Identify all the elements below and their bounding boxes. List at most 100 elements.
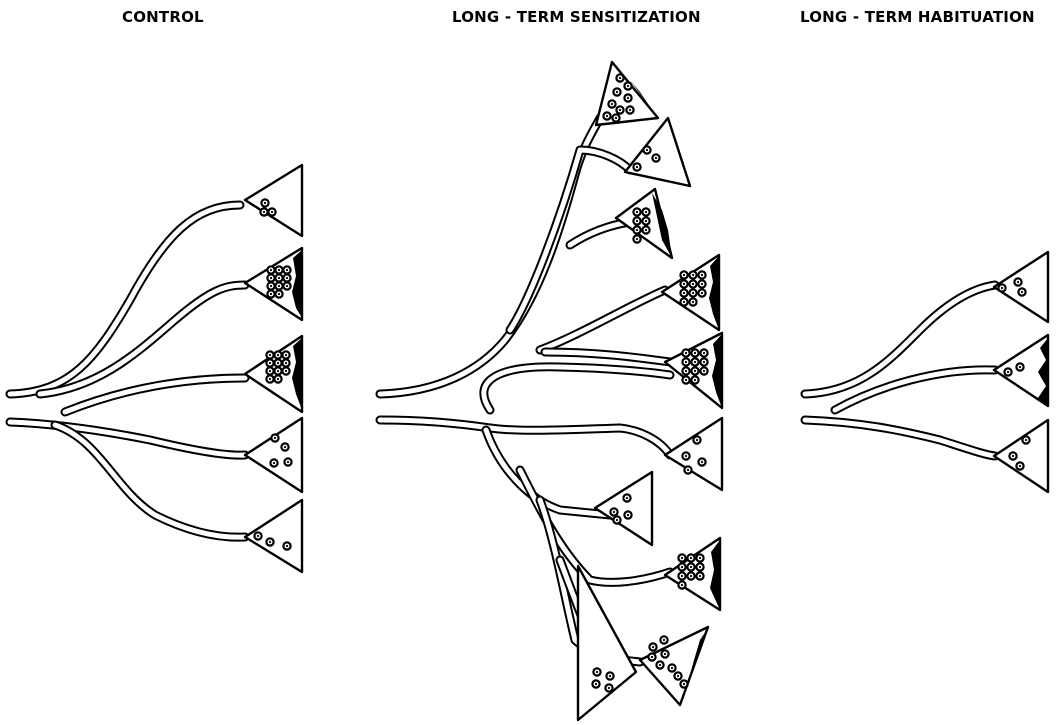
synaptic-vesicle-core — [270, 285, 272, 287]
synaptic-vesicle-core — [690, 566, 692, 568]
synaptic-vesicle-core — [619, 109, 621, 111]
synaptic-vesicle-core — [651, 656, 653, 658]
synaptic-varicosity — [665, 418, 722, 490]
synaptic-vesicle-core — [664, 653, 666, 655]
synaptic-vesicle-core — [611, 103, 613, 105]
synaptic-vesicle-core — [646, 149, 648, 151]
synaptic-vesicle-core — [692, 283, 694, 285]
synaptic-vesicle-core — [284, 446, 286, 448]
synaptic-vesicle-core — [286, 545, 288, 547]
synaptic-vesicle-core — [274, 437, 276, 439]
synaptic-vesicle-core — [595, 683, 597, 685]
synaptic-vesicle-core — [681, 575, 683, 577]
synaptic-vesicle-core — [286, 277, 288, 279]
synaptic-vesicle-core — [636, 166, 638, 168]
synaptic-vesicle-core — [1025, 439, 1027, 441]
synaptic-vesicle-core — [701, 292, 703, 294]
synaptic-vesicle-core — [270, 277, 272, 279]
synaptic-vesicle-core — [627, 514, 629, 516]
synaptic-vesicle-core — [645, 229, 647, 231]
synaptic-vesicle-core — [269, 541, 271, 543]
synaptic-vesicle-core — [645, 211, 647, 213]
synaptic-vesicle-core — [685, 370, 687, 372]
synaptic-vesicle-core — [636, 238, 638, 240]
synaptic-varicosity — [578, 566, 636, 720]
synaptic-vesicle-core — [696, 439, 698, 441]
synaptic-vesicle-core — [627, 97, 629, 99]
synaptic-vesicle-core — [692, 301, 694, 303]
synaptic-vesicle-core — [278, 293, 280, 295]
synaptic-vesicle-core — [287, 461, 289, 463]
synaptic-vesicle-core — [269, 354, 271, 356]
synaptic-vesicle-core — [629, 109, 631, 111]
synaptic-vesicle-core — [627, 85, 629, 87]
synaptic-vesicle-core — [690, 575, 692, 577]
synaptic-vesicle-core — [683, 283, 685, 285]
synaptic-vesicle-core — [685, 352, 687, 354]
synaptic-vesicle-core — [269, 378, 271, 380]
axon-branch — [380, 420, 670, 455]
synaptic-vesicle-core — [1007, 371, 1009, 373]
synaptic-vesicle-core — [606, 115, 608, 117]
synaptic-varicosity — [625, 118, 690, 186]
synaptic-vesicle-core — [277, 370, 279, 372]
synaptic-vesicle-core — [685, 361, 687, 363]
synaptic-vesicle-core — [681, 584, 683, 586]
synaptic-vesicle-core — [703, 361, 705, 363]
synaptic-vesicle-core — [269, 362, 271, 364]
synaptic-vesicle-core — [645, 220, 647, 222]
synaptic-vesicle-core — [636, 220, 638, 222]
panel-sensitization — [380, 62, 722, 720]
synaptic-vesicle-core — [671, 667, 673, 669]
synaptic-vesicle-core — [701, 274, 703, 276]
synaptic-vesicle-core — [685, 455, 687, 457]
synaptic-vesicle-core — [663, 639, 665, 641]
synaptic-vesicle-core — [692, 274, 694, 276]
synaptic-vesicle-core — [596, 671, 598, 673]
synaptic-vesicle-core — [690, 557, 692, 559]
synaptic-vesicle-core — [699, 575, 701, 577]
synaptic-vesicle-core — [269, 370, 271, 372]
synaptic-vesicle-core — [613, 511, 615, 513]
synaptic-vesicle-core — [681, 557, 683, 559]
synaptic-vesicle-core — [701, 461, 703, 463]
synaptic-vesicle-core — [701, 283, 703, 285]
synaptic-vesicle-core — [286, 285, 288, 287]
synaptic-vesicle-core — [655, 157, 657, 159]
synaptic-varicosity — [994, 420, 1048, 492]
synaptic-vesicle-core — [608, 687, 610, 689]
synaptic-vesicle-core — [286, 269, 288, 271]
synaptic-vesicle-core — [278, 277, 280, 279]
synaptic-vesicle-core — [277, 362, 279, 364]
synaptic-vesicle-core — [694, 352, 696, 354]
synaptic-vesicle-core — [1001, 287, 1003, 289]
synaptic-vesicle-core — [687, 469, 689, 471]
synaptic-vesicle-core — [683, 292, 685, 294]
synaptic-vesicle-core — [1017, 281, 1019, 283]
axon-branch-lumen — [545, 352, 670, 362]
synaptic-vesicle-core — [615, 117, 617, 119]
axon-branch-lumen — [540, 290, 665, 350]
synaptic-vesicle-core — [270, 293, 272, 295]
synaptic-vesicle-core — [659, 664, 661, 666]
panel-habituation — [805, 252, 1048, 492]
synaptic-vesicle-core — [685, 379, 687, 381]
synaptic-vesicle-core — [694, 361, 696, 363]
synaptic-vesicle-core — [285, 362, 287, 364]
synaptic-varicosity — [245, 418, 302, 492]
synaptic-vesicle-core — [1019, 465, 1021, 467]
synaptic-vesicle-core — [278, 269, 280, 271]
synaptic-vesicle-core — [683, 274, 685, 276]
axon-branch-lumen — [805, 285, 995, 394]
synaptic-vesicle-core — [277, 378, 279, 380]
synaptic-vesicle-core — [699, 557, 701, 559]
synaptic-vesicle-core — [616, 519, 618, 521]
synaptic-vesicle-core — [263, 211, 265, 213]
axon-branch — [805, 285, 995, 394]
synaptic-vesicle-core — [703, 370, 705, 372]
axon-branch — [486, 430, 620, 516]
synaptic-vesicle-core — [1021, 291, 1023, 293]
synaptic-vesicle-core — [703, 352, 705, 354]
